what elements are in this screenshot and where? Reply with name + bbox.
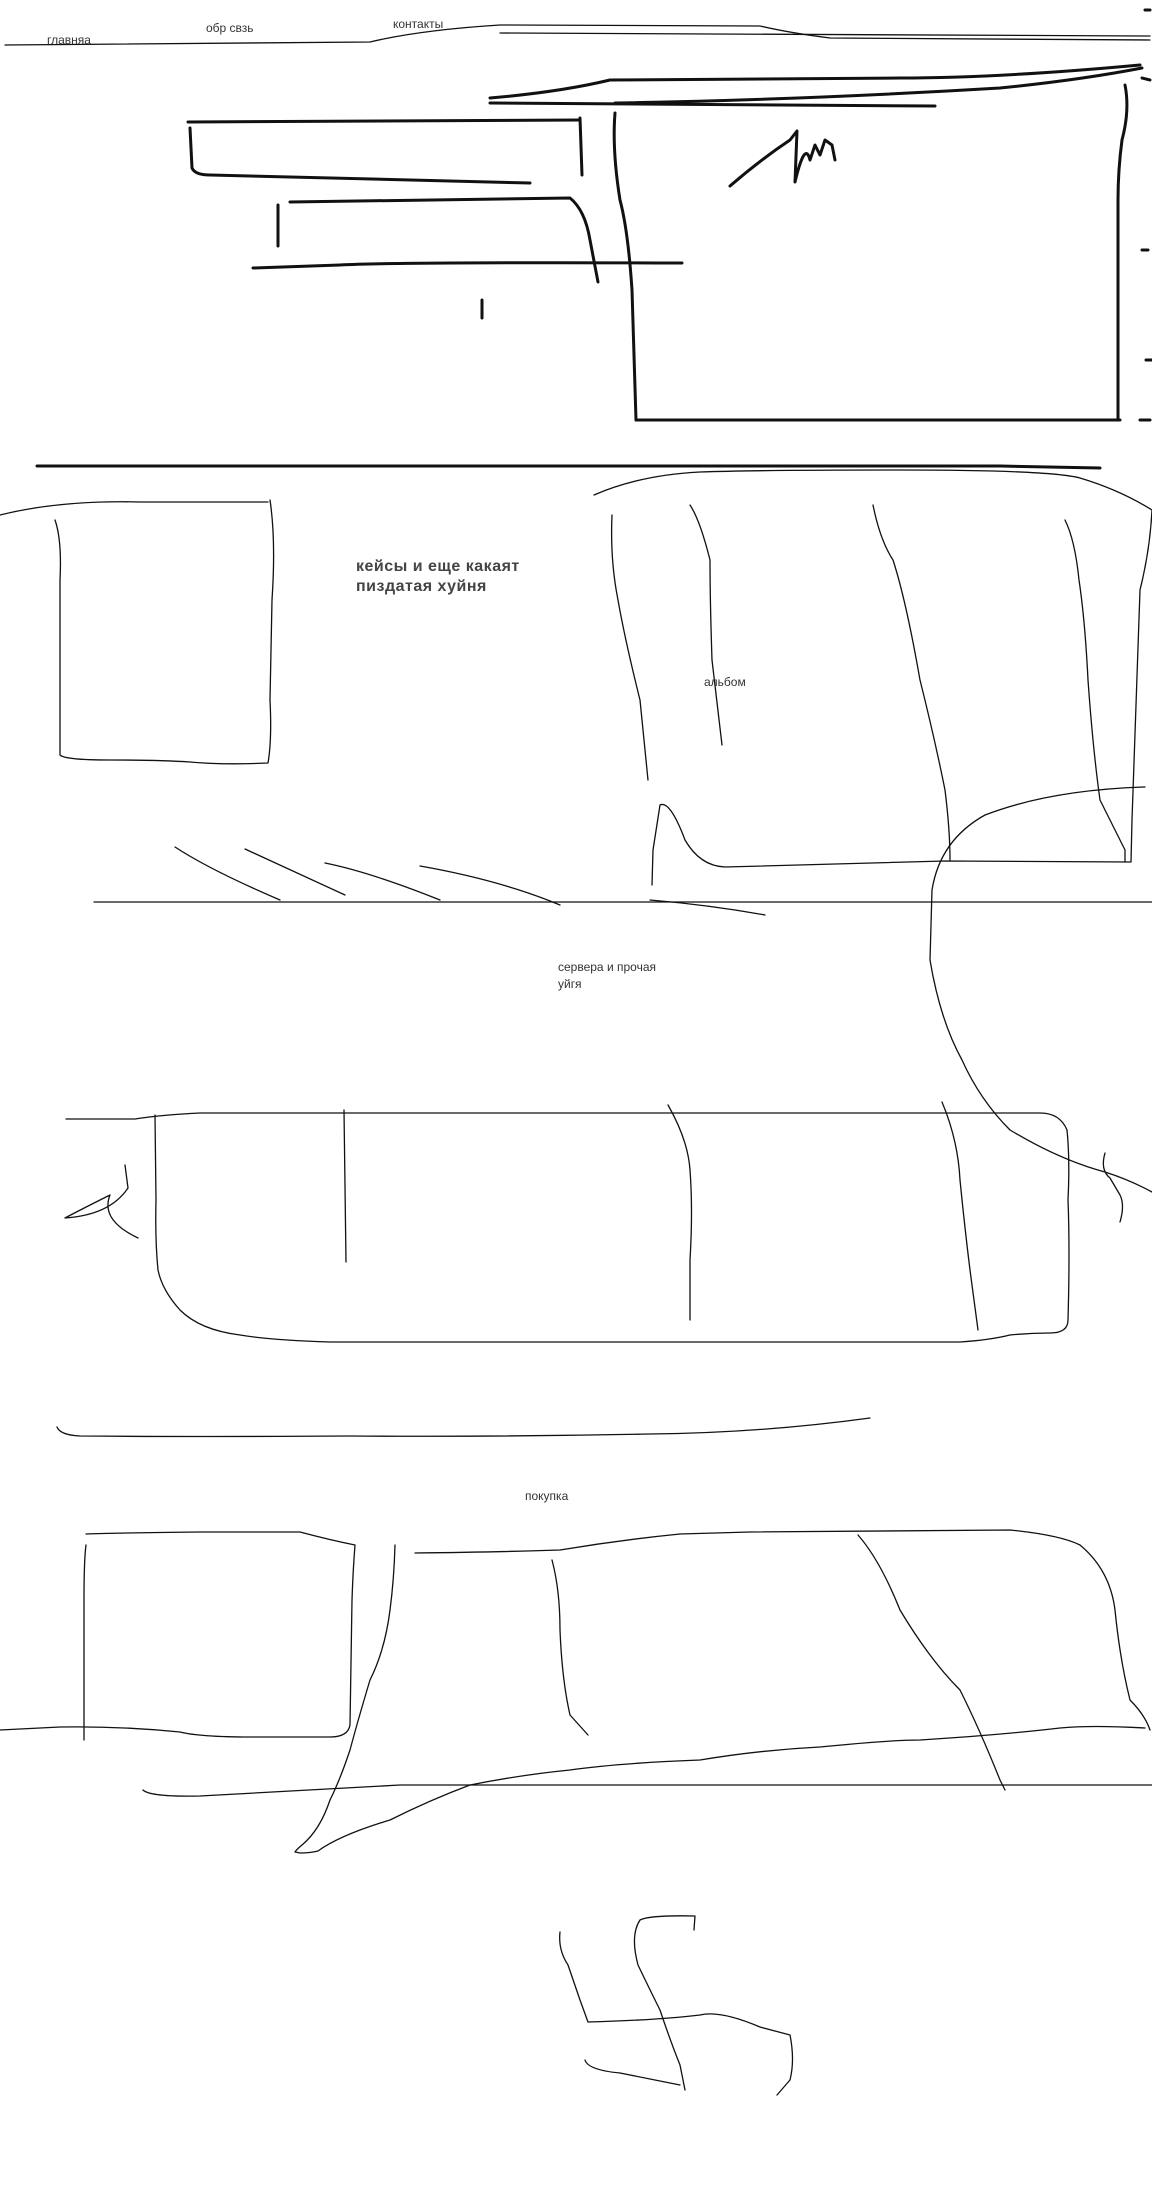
nav-home[interactable]: главняа [47, 33, 91, 47]
purchase-box-left [0, 1531, 356, 1741]
servers-col-2 [667, 1104, 693, 1321]
servers-arrow [64, 1164, 139, 1239]
header-main-box-right [1116, 83, 1129, 422]
purchase-diagonal [857, 1534, 1006, 1791]
nav-underline-2 [499, 32, 1151, 37]
album-box [593, 469, 1152, 886]
purchase-box-main [414, 1529, 1151, 1731]
purchase-inner-stroke [551, 1559, 589, 1736]
purchase-label: покупка [525, 1489, 569, 1503]
servers-label: сервера и прочая уйгя [558, 960, 656, 991]
album-label: альбом [704, 675, 746, 689]
album-line-3 [1064, 519, 1126, 863]
nav-contacts[interactable]: контакты [393, 17, 444, 31]
header-right-edge [1138, 8, 1152, 422]
header-bar-left [186, 118, 582, 124]
header-main-box-left [612, 111, 638, 422]
header-main-box-top-2 [488, 101, 937, 108]
header-scribble [728, 129, 837, 188]
servers-col-1 [343, 1109, 347, 1263]
servers-box [65, 1112, 1070, 1343]
section-divider [35, 464, 1102, 470]
servers-right-squiggle [1102, 1152, 1124, 1223]
servers-underline [56, 1417, 871, 1438]
cases-top-line [0, 501, 269, 516]
purchase-baseline [142, 1784, 1152, 1797]
cases-diagonals [174, 846, 766, 916]
header-baseline [251, 261, 684, 270]
album-line-2 [872, 504, 951, 861]
cases-image-box [54, 499, 275, 765]
header-main-box-top-3 [613, 66, 1144, 105]
header-main-box-top [488, 63, 1142, 100]
cases-heading: кейсы и еще какаят пиздатая хуйня [356, 558, 520, 595]
album-line-1 [689, 504, 723, 746]
album-left-stroke [610, 514, 649, 781]
header-inner-box [288, 196, 600, 284]
nav-feedback[interactable]: обр свзь [206, 21, 254, 35]
purchase-stem [294, 1544, 1146, 1854]
big-curve [929, 786, 1152, 1193]
bottom-doodle [559, 1915, 794, 2096]
servers-col-3 [941, 1101, 979, 1331]
header-box-left [188, 126, 532, 185]
header-box-left-edge [578, 116, 584, 177]
